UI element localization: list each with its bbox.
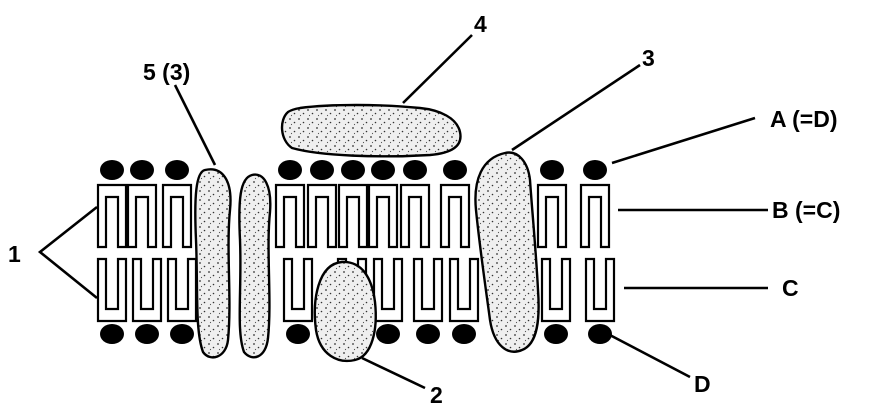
upper-phosphate-head xyxy=(443,160,467,180)
upper-phosphate-head xyxy=(371,160,395,180)
upper-lipid-tail xyxy=(308,185,336,247)
label-5: 5 (3) xyxy=(143,59,190,85)
lower-lipid-tail xyxy=(374,259,402,321)
label-3: 3 xyxy=(642,45,655,71)
lower-lipid-tail xyxy=(98,259,126,321)
upper-lipid-tail xyxy=(163,185,191,247)
upper-lipid-tail xyxy=(369,185,397,247)
upper-phosphate-head xyxy=(583,160,607,180)
label-c: C xyxy=(782,275,799,301)
lower-lipid-tail xyxy=(586,259,614,321)
lower-lipid-tail xyxy=(414,259,442,321)
leader-line-a xyxy=(612,118,755,163)
upper-lipid-tail xyxy=(276,185,304,247)
upper-phosphate-head xyxy=(540,160,564,180)
upper-phosphate-head xyxy=(100,160,124,180)
lower-lipid-tail xyxy=(450,259,478,321)
leader-line-5 xyxy=(175,85,215,165)
lower-lipid-tail xyxy=(133,259,161,321)
surface-protein-4 xyxy=(282,105,460,156)
leader-line-4 xyxy=(403,35,472,103)
lower-phosphate-head xyxy=(286,324,310,344)
lower-phosphate-head xyxy=(452,324,476,344)
label-d: D xyxy=(694,371,711,397)
lower-phosphate-head xyxy=(135,324,159,344)
upper-phosphate-head xyxy=(310,160,334,180)
leader-line-3 xyxy=(512,65,640,150)
transmembrane-protein-left-b xyxy=(239,175,270,358)
peripheral-protein-2 xyxy=(315,262,376,361)
leader-line-2 xyxy=(362,358,425,388)
label-2: 2 xyxy=(430,382,443,407)
upper-leaflet-heads xyxy=(100,160,607,180)
upper-lipid-tail xyxy=(441,185,469,247)
bracket-1-line xyxy=(40,207,97,298)
label-4: 4 xyxy=(474,11,487,37)
upper-lipid-tail xyxy=(339,185,367,247)
lower-lipid-tail xyxy=(542,259,570,321)
label-1: 1 xyxy=(8,241,21,267)
upper-lipid-tail xyxy=(401,185,429,247)
upper-phosphate-head xyxy=(341,160,365,180)
upper-lipid-tail xyxy=(538,185,566,247)
upper-lipid-tail xyxy=(98,185,126,247)
upper-lipid-tail xyxy=(128,185,156,247)
upper-phosphate-head xyxy=(278,160,302,180)
label-b: B (=C) xyxy=(772,197,840,223)
lower-phosphate-head xyxy=(416,324,440,344)
lower-phosphate-head xyxy=(376,324,400,344)
transmembrane-protein-3 xyxy=(475,153,538,352)
upper-lipid-tail xyxy=(581,185,609,247)
upper-phosphate-head xyxy=(403,160,427,180)
lower-lipid-tail xyxy=(284,259,312,321)
lower-phosphate-head xyxy=(100,324,124,344)
upper-phosphate-head xyxy=(130,160,154,180)
transmembrane-protein-left-a xyxy=(195,169,230,357)
upper-phosphate-head xyxy=(165,160,189,180)
lower-lipid-tail xyxy=(168,259,196,321)
lower-phosphate-head xyxy=(170,324,194,344)
label-a: A (=D) xyxy=(770,106,838,132)
lower-phosphate-head xyxy=(544,324,568,344)
leader-line-d xyxy=(606,333,690,377)
